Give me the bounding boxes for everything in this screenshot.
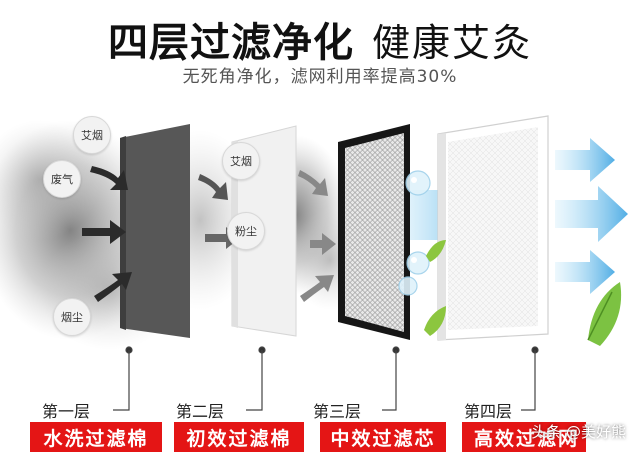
layer-3-label: 第三层: [313, 402, 362, 421]
pollutant-bubble-exhaust: 废气: [43, 160, 81, 198]
title-secondary: 健康艾灸: [371, 21, 532, 65]
callout-lines: [113, 346, 539, 411]
layer-3-filter: [338, 124, 410, 340]
page-title: 四层过滤净化健康艾灸: [0, 10, 640, 68]
layer-1-name: 水洗过滤棉: [30, 422, 162, 452]
water-droplets: [398, 170, 431, 296]
subtitle: 无死角净化，滤网利用率提高30%: [182, 67, 458, 87]
layer-2-name: 初效过滤棉: [174, 422, 304, 452]
layer-1-filter: [120, 124, 190, 338]
layer-4-label: 第四层: [464, 402, 513, 421]
layer-1-label: 第一层: [42, 402, 91, 421]
pollutant-bubble-soot: 烟尘: [53, 298, 91, 336]
pollutant-bubble-moxa-smoke-2: 艾烟: [222, 142, 260, 180]
layer-4-name: 高效过滤网: [462, 422, 586, 452]
title-main: 四层过滤净化: [107, 20, 354, 66]
watermark: 头条 @美好熊: [531, 423, 626, 441]
leaf-icons: [424, 240, 622, 346]
pollutant-bubble-dust: 粉尘: [227, 212, 265, 250]
layer-2-label: 第二层: [176, 402, 225, 421]
layer-3-name: 中效过滤芯: [320, 422, 446, 452]
layer-4-filter: [437, 115, 549, 341]
pollutant-bubble-moxa-smoke: 艾烟: [73, 116, 111, 154]
